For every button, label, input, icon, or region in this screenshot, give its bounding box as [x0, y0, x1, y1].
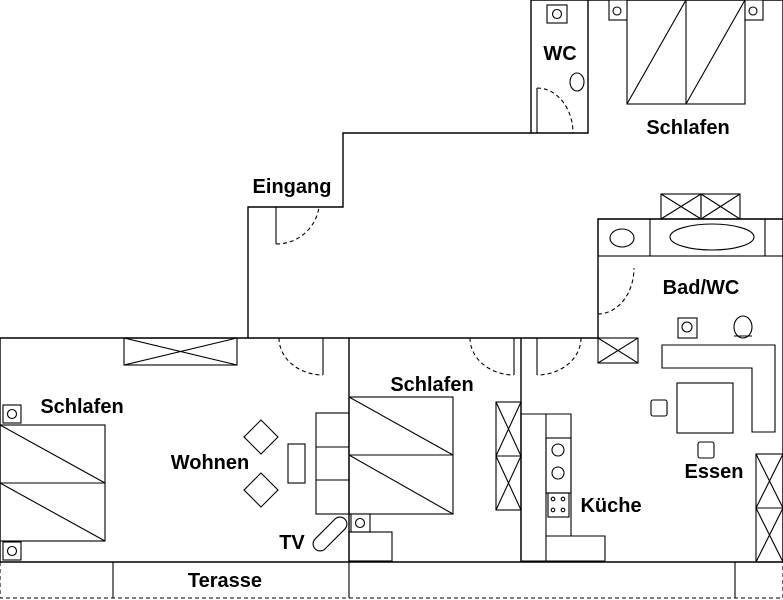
label-schlafen-left: Schlafen — [40, 396, 123, 418]
label-tv: TV — [279, 532, 305, 554]
label-bad-wc: Bad/WC — [663, 277, 740, 299]
label-eingang: Eingang — [253, 176, 332, 198]
label-essen: Essen — [685, 461, 744, 483]
label-wc: WC — [543, 43, 576, 65]
label-wohnen: Wohnen — [171, 452, 250, 474]
label-kueche: Küche — [580, 495, 641, 517]
doors — [275, 87, 635, 376]
room-labels: WC Schlafen Eingang Bad/WC Schlafen Schl… — [40, 43, 743, 592]
label-terasse: Terasse — [188, 570, 262, 592]
label-schlafen-top: Schlafen — [646, 117, 729, 139]
label-schlafen-mid: Schlafen — [390, 374, 473, 396]
furniture — [0, 0, 783, 563]
